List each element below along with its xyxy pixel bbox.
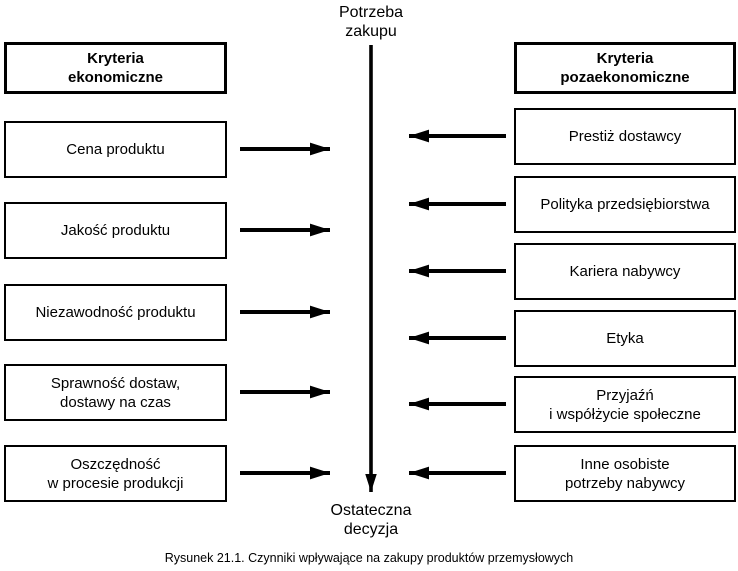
box-jakosc-produktu: Jakość produktu — [4, 202, 227, 259]
box-sprawnosc-dostaw: Sprawność dostaw, dostawy na czas — [4, 364, 227, 421]
box-cena-produktu: Cena produktu — [4, 121, 227, 178]
box-niezawodnosc-produktu: Niezawodność produktu — [4, 284, 227, 341]
box-przyjazn: Przyjaźń i współżycie społeczne — [514, 376, 736, 433]
top-node-label: Potrzeba zakupu — [338, 4, 404, 40]
right-column-header: Kryteria pozaekonomiczne — [514, 42, 736, 94]
left-column-header: Kryteria ekonomiczne — [4, 42, 227, 94]
box-etyka: Etyka — [514, 310, 736, 367]
box-prestiz-dostawcy: Prestiż dostawcy — [514, 108, 736, 165]
figure-caption: Rysunek 21.1. Czynniki wpływające na zak… — [164, 551, 574, 565]
box-kariera-nabywcy: Kariera nabywcy — [514, 243, 736, 300]
box-polityka-przedsiebiorstwa: Polityka przedsiębiorstwa — [514, 176, 736, 233]
bottom-node-label: Ostateczna decyzja — [330, 502, 412, 538]
box-oszczednosc: Oszczędność w procesie produkcji — [4, 445, 227, 502]
box-inne-osobiste: Inne osobiste potrzeby nabywcy — [514, 445, 736, 502]
